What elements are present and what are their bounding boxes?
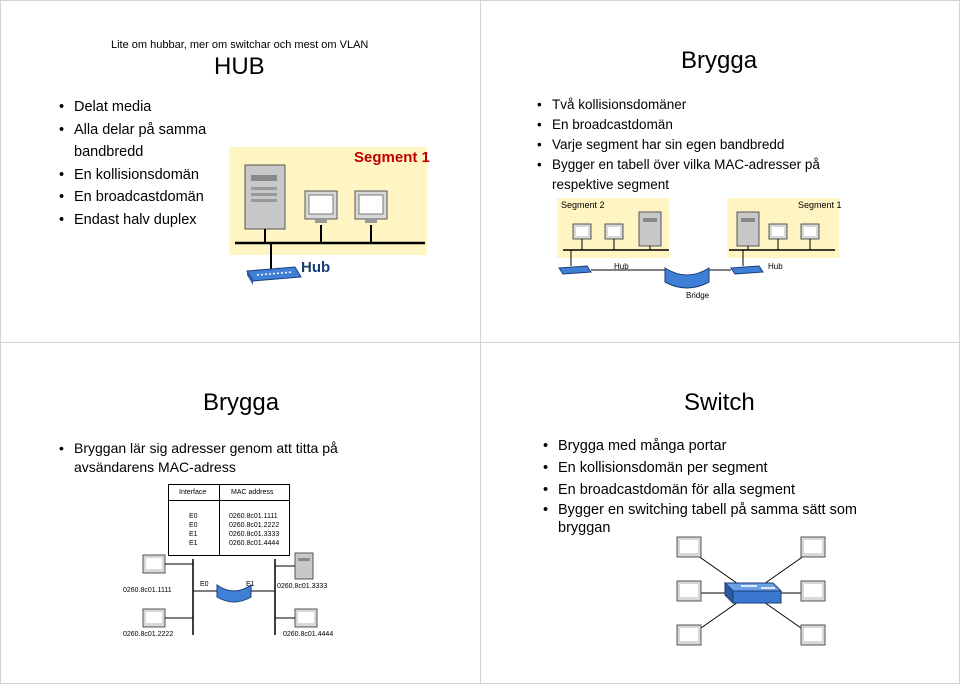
- slide-title: HUB: [214, 53, 265, 80]
- table-row: E0 0260.8c01.1111: [169, 513, 289, 522]
- computer-icon: [676, 580, 702, 602]
- hub-network-diagram: [235, 164, 425, 285]
- computer-icon: [768, 223, 788, 240]
- slide-bridge-learning: Brygga Bryggan lär sig adresser genom at…: [0, 342, 481, 684]
- mac-label: 0260.8c01.4444: [283, 631, 334, 638]
- table-cell: 0260.8c01.2222: [229, 522, 280, 529]
- computer-icon: [142, 608, 166, 628]
- slide-bridge: Brygga Två kollisionsdomäner En broadcas…: [480, 0, 960, 343]
- table-column-divider: [219, 485, 220, 555]
- mac-label: 0260.8c01.1111: [123, 587, 172, 594]
- slide-title: Brygga: [203, 389, 280, 416]
- bridge-network-diagram: [558, 211, 835, 289]
- bullet-item: Två kollisionsdomäner: [537, 95, 867, 115]
- slide-hub: Lite om hubbar, mer om switchar och mest…: [0, 0, 481, 343]
- slide-title: Switch: [684, 389, 755, 416]
- table-cell: E1: [189, 531, 198, 538]
- mac-label: 0260.8c01.2222: [123, 631, 174, 638]
- bullet-item: Bryggan lär sig adresser genom att titta…: [59, 439, 379, 477]
- server-icon: [244, 164, 286, 230]
- server-icon: [638, 211, 662, 247]
- table-header-interface: Interface: [179, 489, 207, 496]
- bullet-list: Två kollisionsdomäner En broadcastdomän …: [537, 95, 867, 195]
- table-header-mac: MAC address: [231, 489, 274, 496]
- bullet-item: Brygga med många portar: [543, 435, 903, 457]
- bridge-learning-diagram: [142, 552, 318, 635]
- computer-icon: [676, 536, 702, 558]
- computer-icon: [676, 624, 702, 646]
- hub-icon: [246, 266, 302, 285]
- port-e0-label: E0: [200, 581, 209, 588]
- bullet-item: En kollisionsdomän per segment: [543, 457, 903, 479]
- slide-switch: Switch Brygga med många portar En kollis…: [480, 342, 960, 684]
- computer-icon: [800, 624, 826, 646]
- bullet-list: Brygga med många portar En kollisionsdom…: [543, 435, 903, 537]
- table-cell: E0: [189, 513, 198, 520]
- computer-icon: [800, 580, 826, 602]
- computer-icon: [572, 223, 592, 240]
- segment-2-label: Segment 2: [561, 200, 605, 210]
- bridge-icon: [216, 584, 252, 603]
- table-cell: 0260.8c01.1111: [229, 513, 278, 520]
- bullet-item: Alla delar på samma bandbredd: [59, 119, 249, 164]
- bridge-icon: [664, 267, 710, 289]
- mac-table: Interface MAC address E0 0260.8c01.1111 …: [168, 484, 290, 556]
- bullet-item: Bygger en tabell över vilka MAC-adresser…: [537, 155, 867, 195]
- bullet-item: Varje segment har sin egen bandbredd: [537, 135, 867, 155]
- server-icon: [294, 552, 314, 580]
- segment-label: Segment 1: [354, 149, 430, 166]
- bullet-item: Endast halv duplex: [59, 209, 249, 232]
- table-row: E0 0260.8c01.2222: [169, 522, 289, 531]
- computer-icon: [354, 190, 388, 223]
- bullet-item: Bygger en switching tabell på samma sätt…: [543, 501, 903, 537]
- computer-icon: [142, 554, 166, 574]
- mac-label: 0260.8c01.3333: [277, 583, 328, 590]
- slide-header: Lite om hubbar, mer om switchar och mest…: [111, 39, 369, 51]
- computer-icon: [294, 608, 318, 628]
- bridge-label: Bridge: [686, 291, 710, 300]
- hub-icon: [558, 265, 592, 275]
- table-header-divider: [169, 500, 289, 501]
- segment-1-label: Segment 1: [798, 200, 842, 210]
- computer-icon: [800, 536, 826, 558]
- bullet-item: En broadcastdomän: [537, 115, 867, 135]
- bullet-item: Delat media: [59, 96, 249, 119]
- hub-icon: [730, 265, 764, 275]
- switch-star-diagram: [676, 536, 826, 646]
- server-icon: [736, 211, 760, 247]
- bullet-item: En broadcastdomän: [59, 186, 249, 209]
- table-cell: 0260.8c01.4444: [229, 540, 280, 547]
- bullet-list: Bryggan lär sig adresser genom att titta…: [59, 439, 379, 477]
- table-row: E1 0260.8c01.4444: [169, 540, 289, 549]
- computer-icon: [800, 223, 820, 240]
- table-cell: 0260.8c01.3333: [229, 531, 280, 538]
- table-cell: E1: [189, 540, 198, 547]
- slide-title: Brygga: [681, 47, 758, 74]
- computer-icon: [304, 190, 338, 223]
- table-cell: E0: [189, 522, 198, 529]
- bullet-item: En kollisionsdomän: [59, 164, 249, 187]
- table-row: E1 0260.8c01.3333: [169, 531, 289, 540]
- bullet-item: En broadcastdomän för alla segment: [543, 479, 903, 501]
- computer-icon: [604, 223, 624, 240]
- hub-right-label: Hub: [768, 262, 783, 271]
- hub-left-label: Hub: [614, 262, 629, 271]
- hub-label: Hub: [301, 259, 331, 276]
- bullet-list: Delat media Alla delar på samma bandbred…: [59, 96, 249, 231]
- switch-icon: [723, 581, 783, 605]
- port-e1-label: E1: [246, 581, 255, 588]
